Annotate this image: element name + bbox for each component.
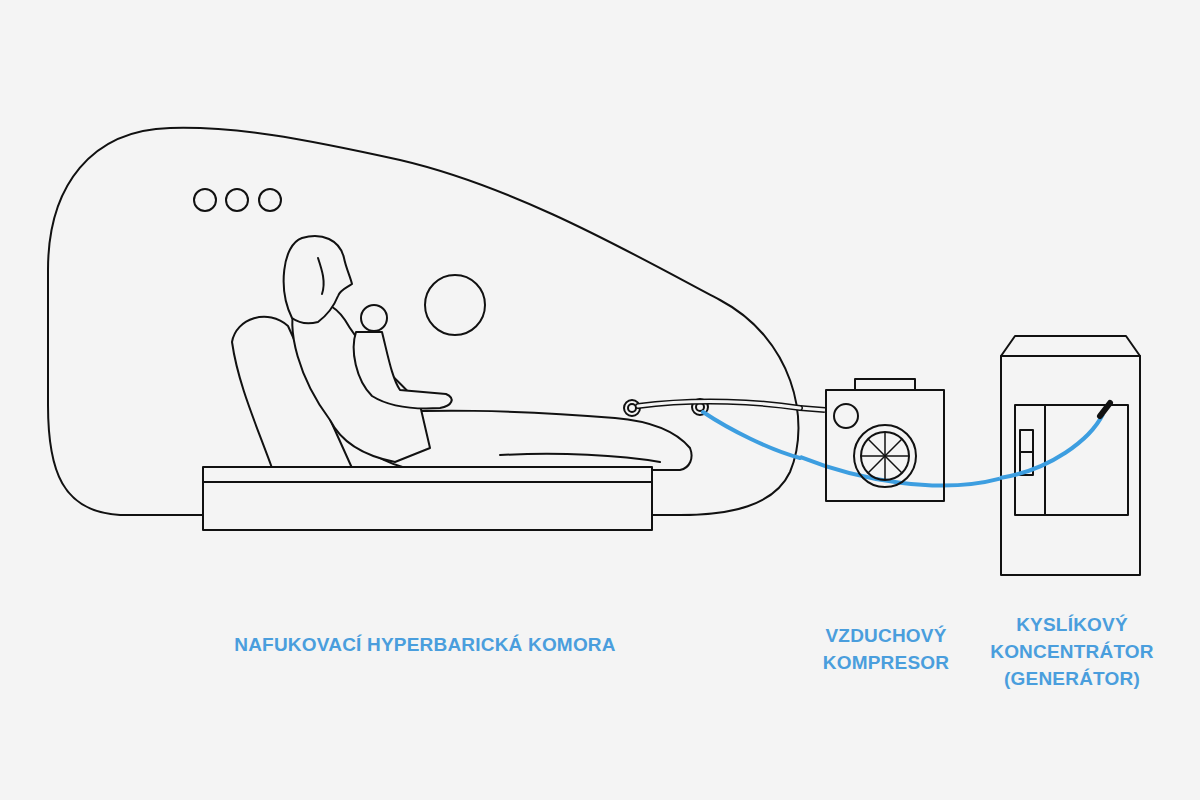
oxygen-concentrator: KYSLÍKOVÝ KONCENTRÁTOR (GENERÁTOR) [1000,335,1141,576]
part-label: VZDUCHOVÝ KOMPRESOR [806,622,966,676]
chamber-outline [48,105,800,520]
compressor-outline [825,378,945,502]
fan-grille [868,439,902,473]
part-label: KYSLÍKOVÝ KONCENTRÁTOR (GENERÁTOR) [986,611,1158,692]
part-label: NAFUKOVACÍ HYPERBARICKÁ KOMORA [165,631,685,658]
hose-stroke [800,408,825,410]
compressor: VZDUCHOVÝ KOMPRESOR [825,378,945,502]
hose-stroke [800,408,825,410]
concentrator-outline [1000,335,1141,576]
air-hose [800,408,825,410]
chamber: NAFUKOVACÍ HYPERBARICKÁ KOMORA [48,105,800,520]
